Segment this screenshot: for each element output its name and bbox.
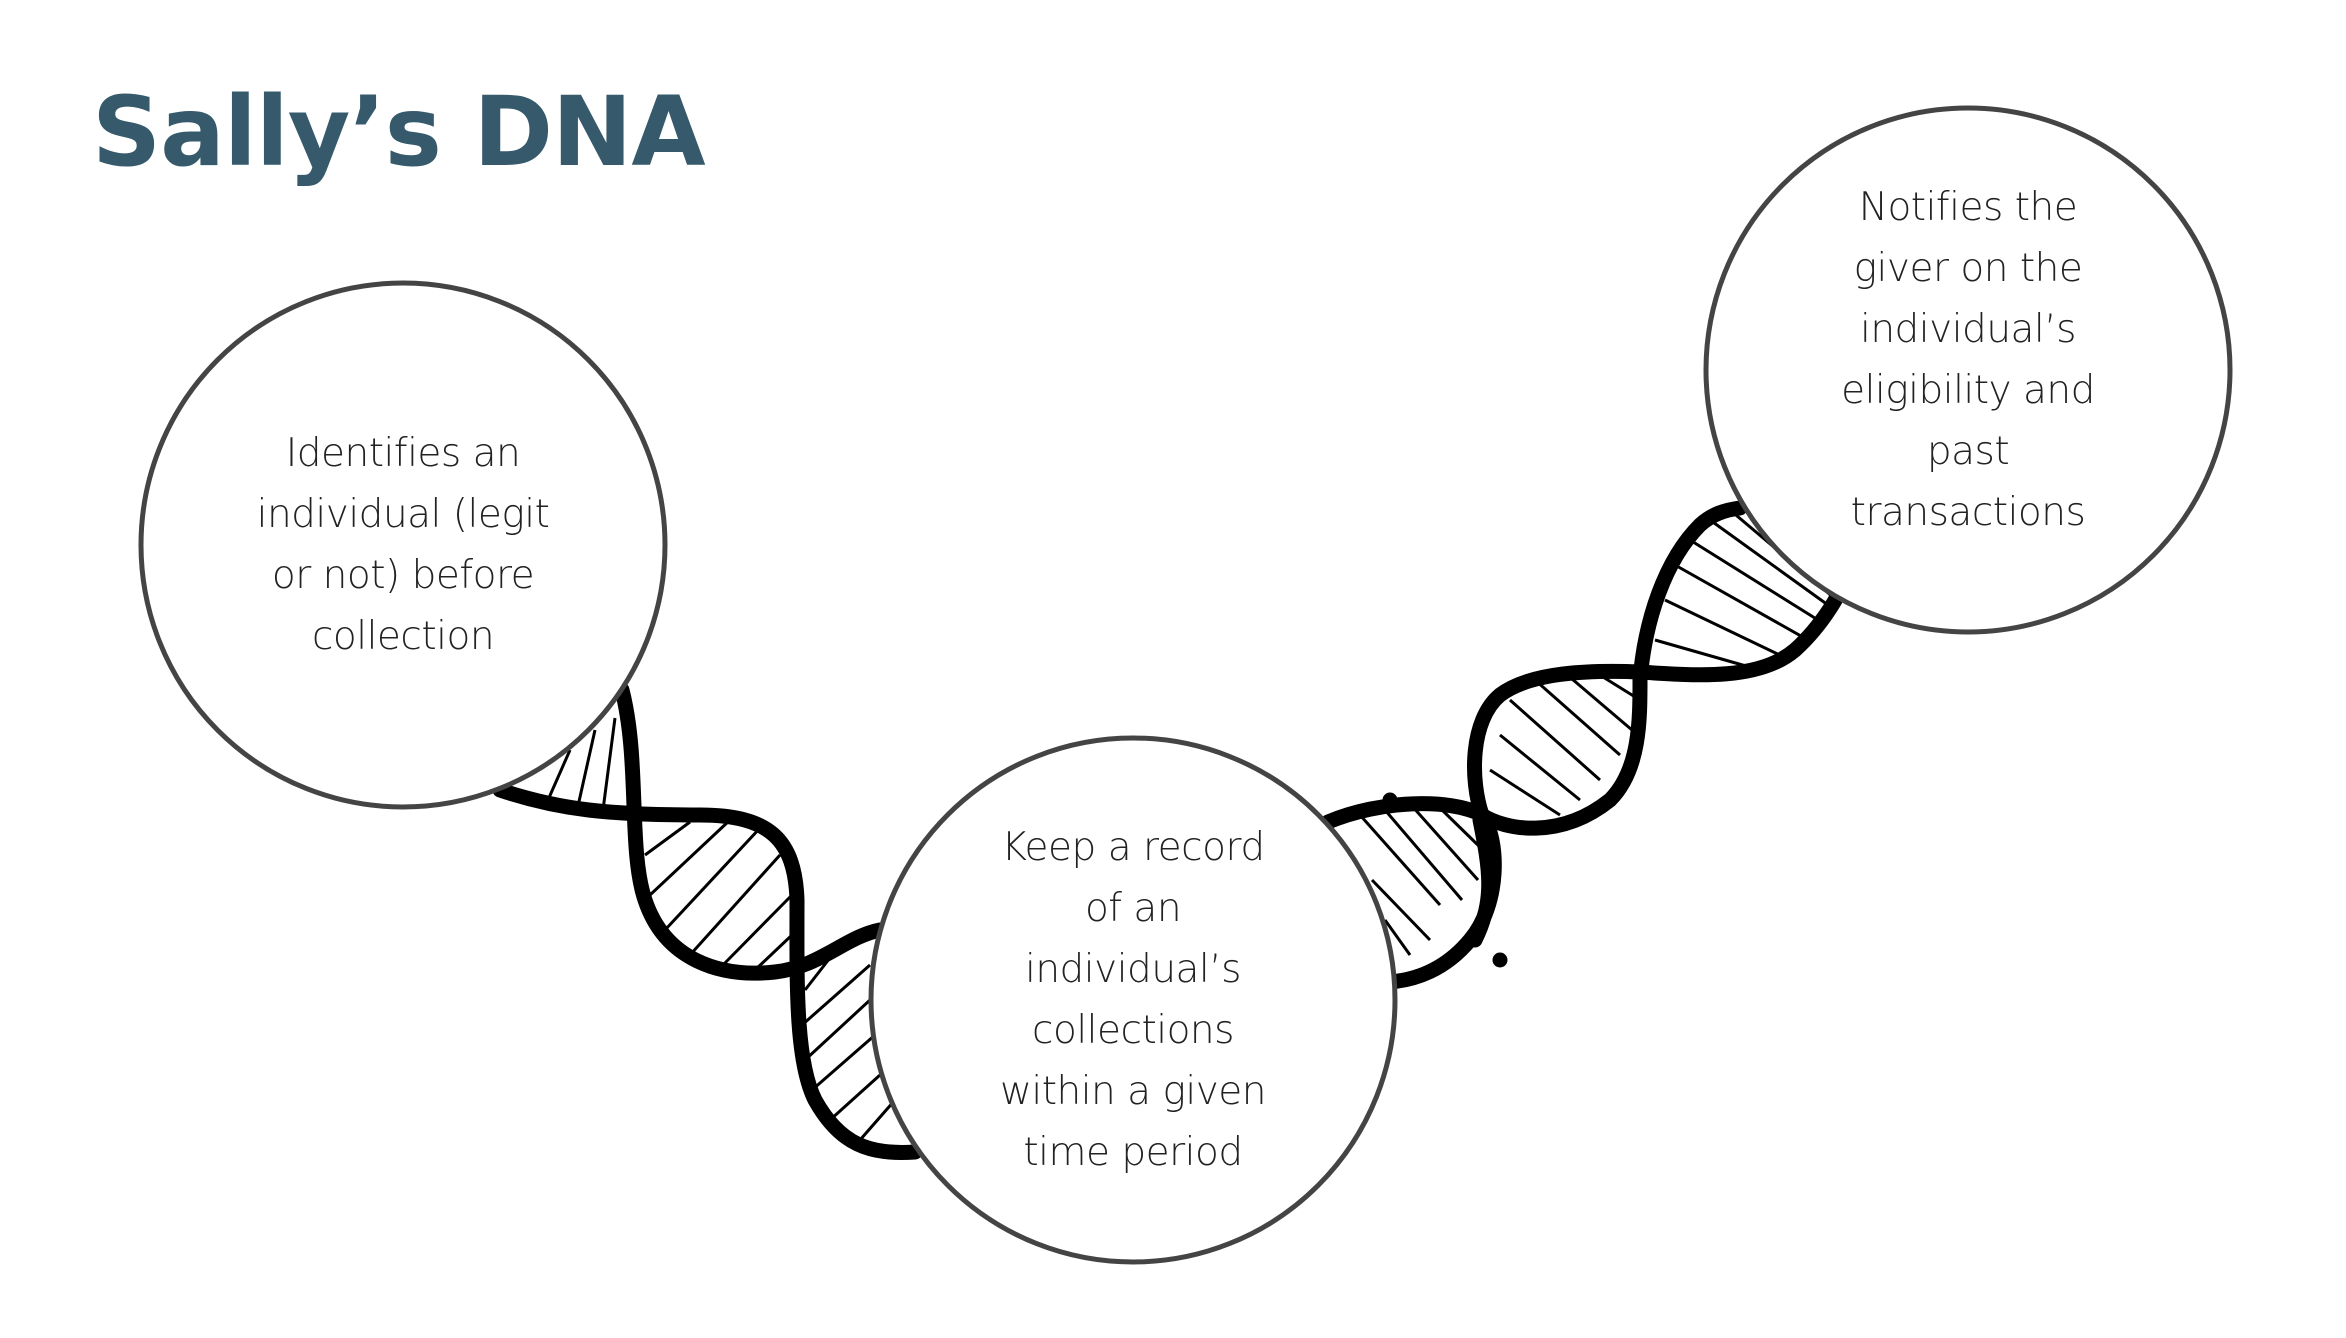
node-text-line: individual’s <box>1860 307 2076 352</box>
node-text-line: Notifies the <box>1858 185 2078 230</box>
node-text-line: time period <box>1023 1130 1243 1175</box>
node-text-line: transactions <box>1850 490 2086 535</box>
helix-strand <box>1467 500 1748 968</box>
node-notify-text: Notifies the giver on the individual’s e… <box>1728 120 2208 600</box>
node-text-line: collection <box>311 614 495 659</box>
node-text-line: individual (legit <box>256 492 550 537</box>
helix-strand <box>492 782 923 1160</box>
node-text-line: individual’s <box>1025 947 1241 992</box>
node-text-line: collections <box>1032 1008 1234 1053</box>
node-text-line: giver on the <box>1853 246 2083 291</box>
node-circle-identify <box>138 280 668 810</box>
helix-strand <box>1382 587 1846 823</box>
node-text-line: past <box>1926 429 2010 474</box>
node-text-line: Keep a record <box>1001 825 1265 870</box>
node-text-line: of an <box>1084 886 1182 931</box>
slide-title: Sally’s DNA <box>92 76 706 188</box>
dna-helix-left <box>492 682 923 1160</box>
helix-strand <box>614 682 888 981</box>
node-identify-text: Identifies an individual (legit or not) … <box>163 305 643 785</box>
node-text-line: within a given <box>999 1069 1267 1114</box>
node-text-line: Identifies an <box>285 431 521 476</box>
helix-strand <box>1474 672 1648 836</box>
helix-rungs <box>546 717 897 1141</box>
node-text-line: or not) before <box>271 553 535 598</box>
node-circle-notify <box>1703 105 2233 635</box>
node-record-text: Keep a record of an individual’s collect… <box>893 760 1373 1240</box>
node-circle-record <box>868 735 1398 1265</box>
node-text-line: eligibility and <box>1841 368 2095 413</box>
